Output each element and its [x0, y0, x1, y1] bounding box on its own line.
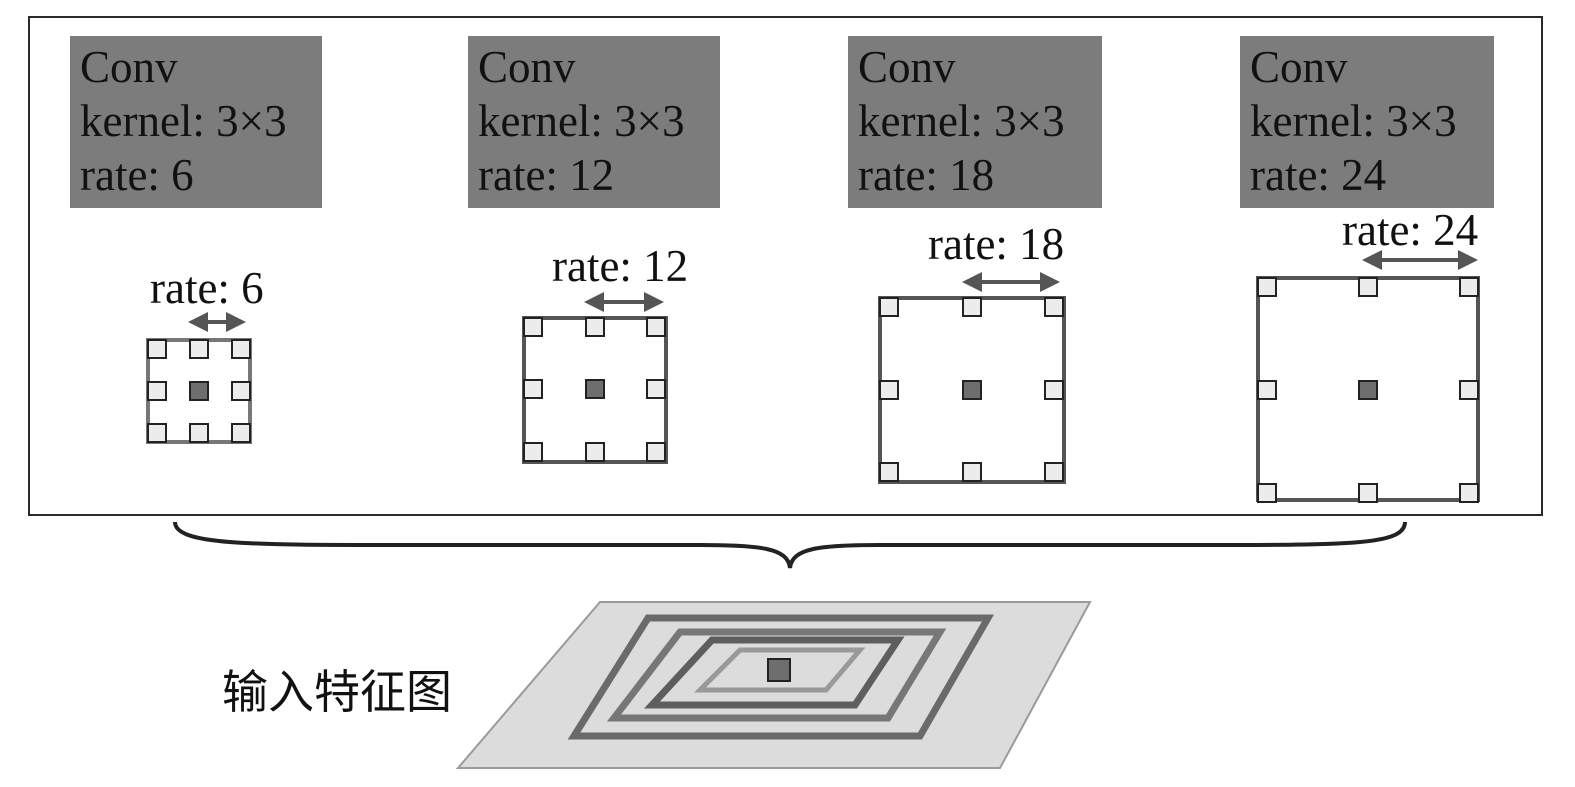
conv-kernel: kernel: 3×3 [1250, 96, 1457, 146]
conv-kernel: kernel: 3×3 [478, 96, 685, 146]
dilation-label-12: rate: 12 [552, 241, 689, 291]
dilation-label-18: rate: 18 [928, 219, 1065, 269]
conv-block-rate-6: Conv kernel: 3×3 rate: 6 [70, 36, 322, 208]
input-feature-map-label: 输入特征图 [222, 665, 452, 719]
conv-kernel: kernel: 3×3 [80, 96, 287, 146]
brace-connector [173, 521, 1407, 569]
conv-rate: rate: 6 [80, 150, 194, 200]
aspp-frame [28, 16, 1543, 516]
conv-title: Conv [478, 42, 576, 92]
center-cell [767, 658, 791, 682]
conv-title: Conv [1250, 42, 1348, 92]
conv-block-rate-18: Conv kernel: 3×3 rate: 18 [848, 36, 1102, 208]
conv-rate: rate: 24 [1250, 150, 1387, 200]
conv-title: Conv [80, 42, 178, 92]
conv-kernel: kernel: 3×3 [858, 96, 1065, 146]
conv-rate: rate: 12 [478, 150, 615, 200]
conv-block-rate-12: Conv kernel: 3×3 rate: 12 [468, 36, 720, 208]
dilation-label-24: rate: 24 [1342, 205, 1479, 255]
input-feature-map [455, 601, 1092, 769]
conv-title: Conv [858, 42, 956, 92]
conv-rate: rate: 18 [858, 150, 995, 200]
conv-block-rate-24: Conv kernel: 3×3 rate: 24 [1240, 36, 1494, 208]
dilation-label-6: rate: 6 [150, 263, 264, 313]
